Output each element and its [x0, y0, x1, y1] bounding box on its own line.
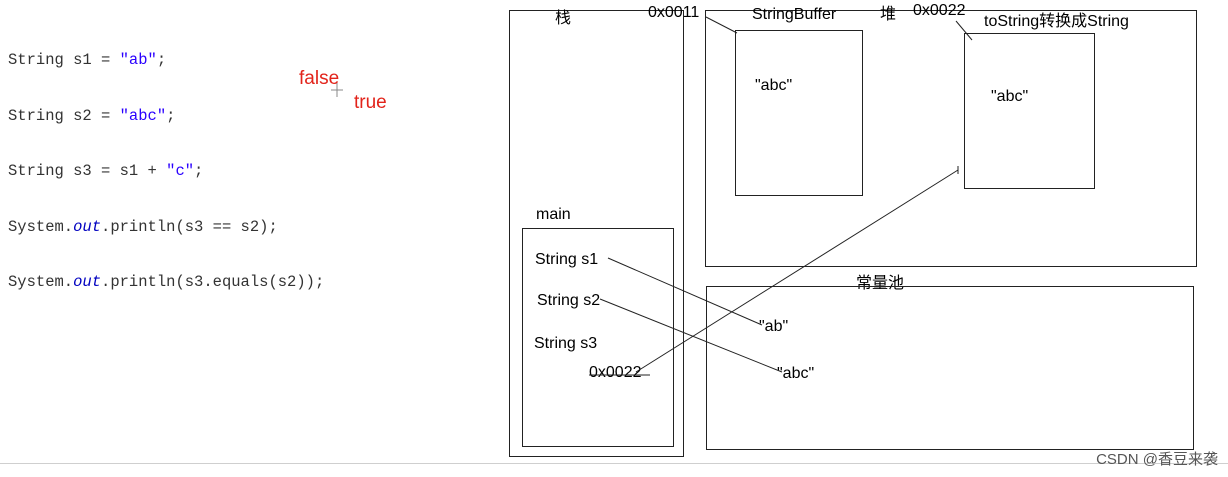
obj2-type-label: toString转换成String — [984, 13, 1129, 30]
stack-title: 栈 — [555, 10, 572, 27]
code-line-2: String s2 = "abc"; — [8, 106, 176, 125]
pool-title: 常量池 — [856, 275, 905, 292]
main-frame-label: main — [536, 206, 571, 223]
main-frame-box — [522, 228, 674, 447]
annotation-false: false — [299, 68, 340, 89]
obj2-address-pointer — [955, 20, 973, 41]
obj1-address: 0x0011 — [648, 4, 700, 21]
obj1-type-label: StringBuffer — [752, 6, 837, 23]
string-object — [964, 33, 1095, 189]
code-line-4: System.out.println(s3 == s2); — [8, 217, 278, 236]
heap-title: 堆 — [880, 6, 897, 23]
code-line-5: System.out.println(s3.equals(s2)); — [8, 273, 325, 291]
obj2-address: 0x0022 — [913, 2, 966, 19]
var-s3: String s3 — [534, 335, 598, 352]
s2-to-abc-line — [599, 298, 783, 373]
obj1-address-pointer — [705, 16, 738, 34]
watermark: CSDN @香豆来袭 — [1096, 451, 1218, 468]
annotation-true: true — [354, 92, 387, 113]
s3-to-string-object-line — [635, 169, 959, 373]
heap-box — [705, 10, 1197, 267]
var-s1: String s1 — [535, 251, 599, 268]
code-line-3: String s3 = s1 + "c"; — [8, 162, 204, 180]
string-object-value: "abc" — [991, 88, 1029, 105]
var-s3-reference: 0x0022 — [589, 364, 642, 381]
stringbuffer-value: "abc" — [755, 77, 793, 94]
stack-box — [509, 10, 684, 457]
bottom-divider — [0, 463, 1228, 464]
pool-ab: "ab" — [759, 318, 789, 335]
constant-pool-box — [706, 286, 1194, 450]
var-s2: String s2 — [537, 292, 601, 309]
pool-abc: "abc" — [777, 365, 815, 382]
stringbuffer-object — [735, 30, 863, 196]
code-block: String s1 = "ab"; String s2 = "abc"; Str… — [8, 14, 324, 310]
s1-to-ab-line — [607, 257, 763, 326]
code-line-1: String s1 = "ab"; — [8, 51, 167, 69]
